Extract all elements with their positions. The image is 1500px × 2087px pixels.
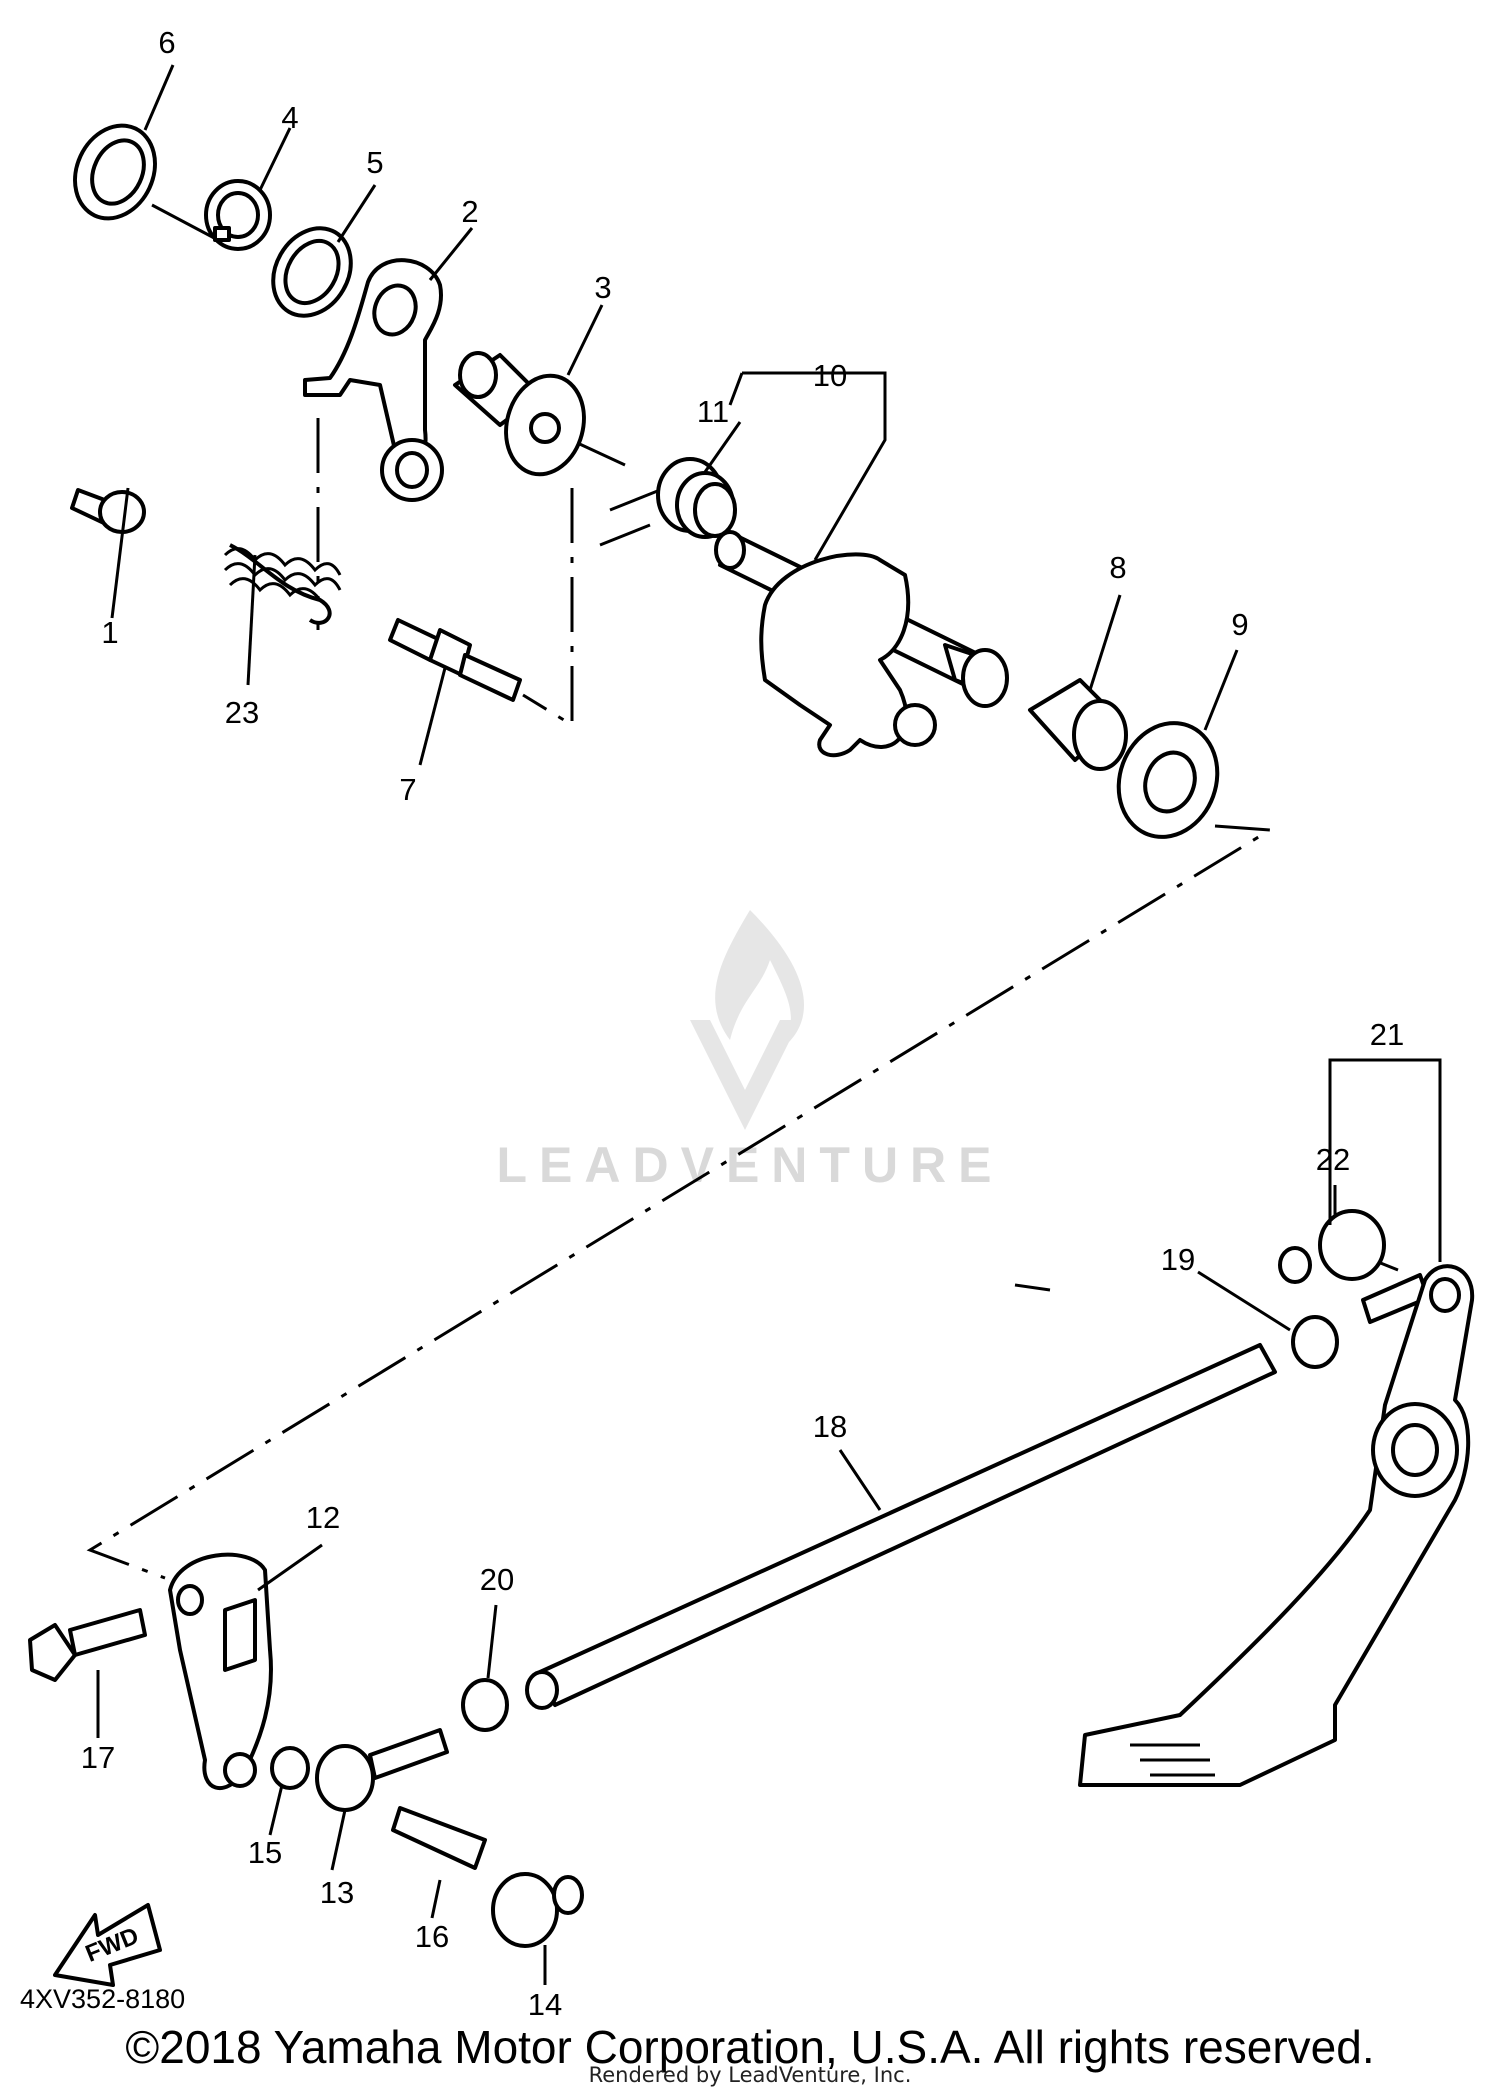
part-17-bolt — [28, 1608, 147, 1682]
line-6-4 — [151, 203, 219, 242]
fwd-arrow-icon: FWD — [53, 1903, 162, 1987]
part-16-bolt — [391, 1806, 487, 1870]
line-20-18 — [1014, 1283, 1051, 1292]
part-14-cap — [491, 1872, 584, 1948]
part-label: 22 — [1316, 1142, 1350, 1177]
watermark: LEADVENTURE — [496, 910, 1003, 1193]
part-label: 7 — [399, 772, 416, 807]
part-7-bolt — [388, 618, 522, 702]
centerline-pin — [522, 488, 574, 728]
drawing-code: 4XV352-8180 — [20, 1984, 185, 2014]
part-label: 17 — [81, 1740, 115, 1775]
part-label: 21 — [1370, 1017, 1404, 1052]
part-label: 5 — [366, 145, 383, 180]
part-3-collar — [453, 351, 586, 477]
part-9-oil-seal — [1116, 721, 1220, 839]
centerline-shaft-to-arm — [86, 824, 1275, 1580]
part-11-torsion-spring — [599, 457, 737, 547]
part-label: 6 — [158, 25, 175, 60]
part-22-joint — [1278, 1209, 1430, 1324]
leader-lines — [96, 64, 1442, 1985]
part-5-washer — [271, 226, 353, 318]
part-label: 16 — [415, 1919, 449, 1954]
watermark-flame-logo — [715, 910, 804, 1050]
part-label: 2 — [461, 194, 478, 229]
part-18-shift-rod — [525, 1343, 1277, 1710]
part-label: 15 — [248, 1835, 282, 1870]
part-13-joint — [315, 1728, 449, 1812]
part-10-shift-shaft — [714, 530, 1009, 758]
part-12-shift-arm — [168, 1552, 273, 1791]
part-label: 10 — [813, 358, 847, 393]
part-label: 8 — [1109, 550, 1126, 585]
part-23-spring — [223, 543, 342, 625]
part-label: 3 — [594, 270, 611, 305]
part-label: 18 — [813, 1409, 847, 1444]
part-6-washer — [73, 123, 157, 221]
part-label: 9 — [1231, 607, 1248, 642]
part-label: 12 — [306, 1500, 340, 1535]
part-4-circlip — [204, 179, 272, 251]
part-21-shift-pedal — [1078, 1264, 1475, 1787]
part-2-lever — [303, 258, 444, 502]
part-label: 14 — [528, 1987, 562, 2022]
part-19-nut — [1291, 1315, 1339, 1369]
part-label: 23 — [225, 695, 259, 730]
part-1-pin — [70, 488, 146, 534]
copyright-notice: ©2018 Yamaha Motor Corporation, U.S.A. A… — [125, 2021, 1374, 2073]
part-label: 19 — [1161, 1242, 1195, 1277]
part-label: 11 — [697, 394, 729, 429]
part-15-nut — [270, 1746, 310, 1790]
watermark-text: LEADVENTURE — [496, 1137, 1003, 1193]
part-8-collar — [1028, 678, 1128, 771]
part-label: 1 — [101, 615, 118, 650]
part-label: 20 — [480, 1562, 514, 1597]
rendered-by-note: Rendered by LeadVenture, Inc. — [589, 2063, 912, 2087]
part-label: 4 — [281, 100, 298, 135]
part-label: 13 — [320, 1875, 354, 1910]
part-20-nut — [461, 1678, 509, 1732]
watermark-v-logo — [690, 1020, 800, 1130]
